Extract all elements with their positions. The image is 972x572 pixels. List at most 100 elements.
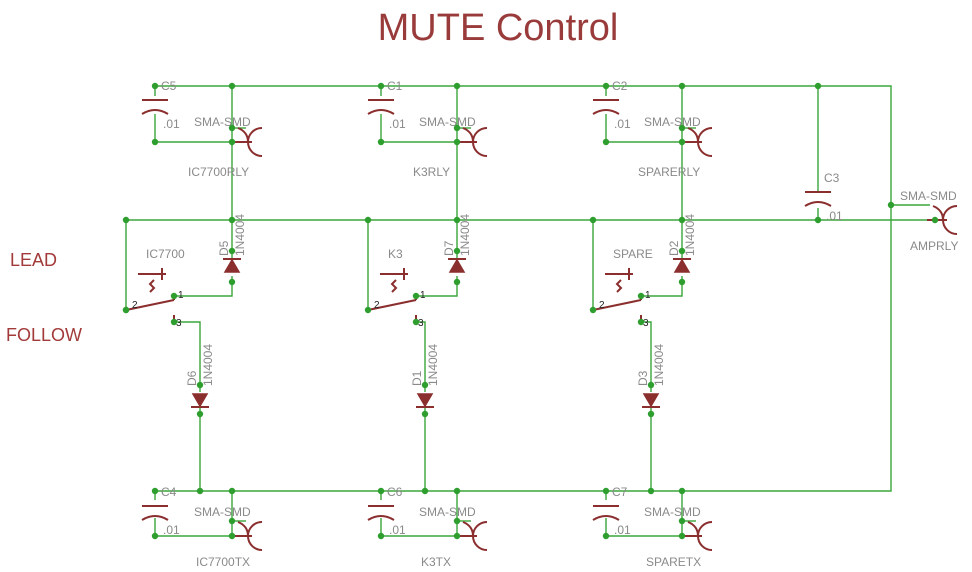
capacitor-bottom-0 bbox=[141, 505, 169, 521]
diode-top-0-value: 1N4004 bbox=[233, 214, 247, 256]
capacitor-top-1 bbox=[367, 99, 395, 115]
diode-bottom-2-value: 1N4004 bbox=[652, 344, 666, 386]
capacitor-bottom-2 bbox=[592, 505, 620, 521]
junction-dot bbox=[453, 216, 461, 224]
junction-dot bbox=[228, 124, 236, 132]
capacitor-bottom-1 bbox=[367, 505, 395, 521]
connector-top-type-0: SMA-SMD bbox=[194, 115, 251, 129]
junction-dot bbox=[228, 247, 236, 255]
connector-bottom-name-0: IC7700TX bbox=[196, 555, 250, 569]
junction-dot bbox=[678, 278, 686, 286]
diode-arrow bbox=[642, 393, 660, 408]
sma-ground-arc bbox=[687, 127, 699, 143]
sma-ground-arc bbox=[687, 521, 699, 537]
junction-dot bbox=[122, 306, 130, 314]
switch-spring bbox=[390, 279, 398, 293]
junction-dot bbox=[637, 292, 645, 300]
capacitor-top-0-value: .01 bbox=[163, 117, 180, 131]
junction-dot bbox=[453, 124, 461, 132]
junction-dot bbox=[170, 292, 178, 300]
capacitor-curved-plate bbox=[592, 109, 620, 115]
follow-label: FOLLOW bbox=[6, 325, 82, 345]
junction-dot bbox=[678, 216, 686, 224]
junction-dot bbox=[228, 278, 236, 286]
diode-arrow bbox=[223, 258, 241, 273]
junction-dot bbox=[421, 487, 429, 495]
junction-dot bbox=[602, 138, 610, 146]
connector-top-name-1: K3RLY bbox=[413, 165, 450, 179]
switch-0-pin-2: 2 bbox=[132, 300, 138, 311]
junction-dot bbox=[678, 247, 686, 255]
junction-dot bbox=[453, 487, 461, 495]
switch-2-pin-1: 1 bbox=[645, 290, 651, 301]
sma-bottom-1 bbox=[457, 521, 488, 551]
junction-dot bbox=[678, 517, 686, 525]
junction-dot bbox=[122, 216, 130, 224]
diode-top-2-name: D2 bbox=[667, 240, 681, 256]
capacitor-curved-plate bbox=[592, 515, 620, 521]
junction-dot bbox=[151, 82, 159, 90]
junction-dot bbox=[377, 487, 385, 495]
wire bbox=[641, 321, 652, 491]
junction-dot bbox=[589, 216, 597, 224]
junction-dot bbox=[228, 487, 236, 495]
page-title: MUTE Control bbox=[378, 7, 619, 49]
capacitor-top-2 bbox=[592, 99, 620, 115]
diode-bottom-2-name: D3 bbox=[636, 370, 650, 386]
junction-dot bbox=[887, 201, 895, 209]
junction-dot bbox=[151, 487, 159, 495]
capacitor-bottom-2-value: .01 bbox=[614, 523, 631, 537]
wires bbox=[125, 85, 935, 537]
capacitor-curved-plate bbox=[804, 201, 832, 207]
capacitor-c3 bbox=[804, 191, 832, 207]
junction-dot bbox=[602, 487, 610, 495]
switch-0-pin-3: 3 bbox=[176, 318, 182, 329]
diode-top-1-name: D7 bbox=[442, 240, 456, 256]
diode-arrow bbox=[448, 258, 466, 273]
sma-bottom-0 bbox=[232, 521, 263, 551]
switch-0 bbox=[125, 268, 175, 322]
junction-dot bbox=[377, 138, 385, 146]
junction-dot bbox=[678, 82, 686, 90]
switch-1-pin-2: 2 bbox=[374, 300, 380, 311]
wire bbox=[155, 85, 892, 492]
diode-bottom-0-name: D6 bbox=[185, 370, 199, 386]
diode-top-2-value: 1N4004 bbox=[683, 214, 697, 256]
sma-ground-arc bbox=[237, 521, 249, 537]
junction-dot bbox=[589, 306, 597, 314]
junction-dot bbox=[228, 517, 236, 525]
diode-top-0-name: D5 bbox=[217, 240, 231, 256]
connector-top-name-0: IC7700RLY bbox=[188, 165, 249, 179]
wire bbox=[174, 321, 201, 491]
diode-top-1 bbox=[448, 258, 466, 273]
lead-label: LEAD bbox=[10, 250, 57, 270]
connector-top-type-2: SMA-SMD bbox=[644, 115, 701, 129]
junction-dot bbox=[647, 487, 655, 495]
switch-1-pin-1: 1 bbox=[420, 290, 426, 301]
junction-dot bbox=[228, 82, 236, 90]
switch-2 bbox=[592, 268, 642, 322]
switch-spring bbox=[615, 279, 623, 293]
diode-bottom-2 bbox=[642, 393, 660, 408]
junction-dot bbox=[196, 410, 204, 418]
junction-dot bbox=[453, 517, 461, 525]
junction-dot bbox=[196, 487, 204, 495]
sma-bottom-2 bbox=[682, 521, 713, 551]
switch-1-name: K3 bbox=[388, 247, 403, 261]
junction-dot bbox=[453, 247, 461, 255]
junction-dot bbox=[602, 532, 610, 540]
diode-bottom-1-name: D1 bbox=[410, 370, 424, 386]
connector-top-type-1: SMA-SMD bbox=[419, 115, 476, 129]
capacitor-curved-plate bbox=[367, 109, 395, 115]
junction-dot bbox=[228, 532, 236, 540]
diode-top-1-value: 1N4004 bbox=[458, 214, 472, 256]
junction-dot bbox=[814, 82, 822, 90]
connector-top-name-2: SPARERLY bbox=[638, 165, 700, 179]
capacitor-top-2-name: C2 bbox=[612, 79, 628, 93]
junction-dot bbox=[377, 82, 385, 90]
switch-1-pin-3: 3 bbox=[418, 318, 424, 329]
switch-0-pin-1: 1 bbox=[178, 290, 184, 301]
switch-0-name: IC7700 bbox=[146, 247, 185, 261]
capacitor-curved-plate bbox=[141, 109, 169, 115]
